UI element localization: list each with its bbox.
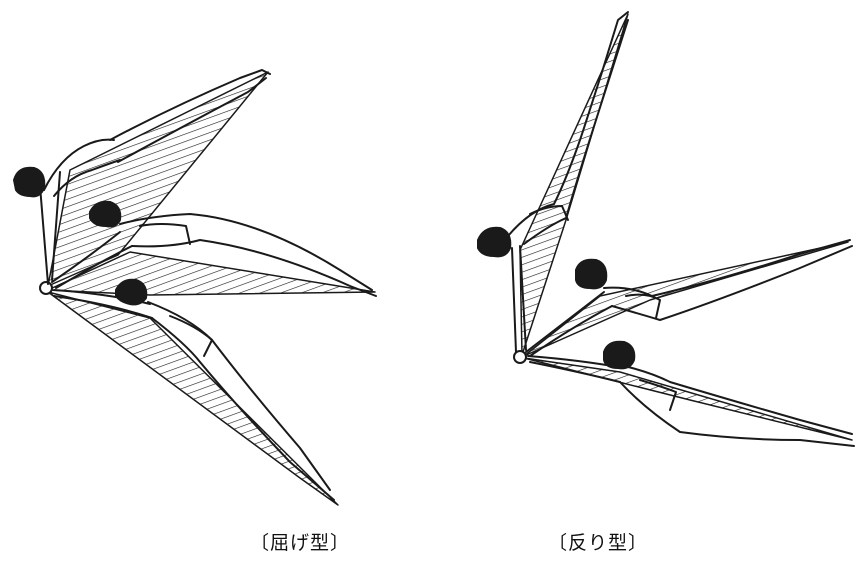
pike-type-figure [14,70,376,505]
pike-type-caption: 〔屈げ型〕 [250,528,350,555]
middle-sweep-hatch-right [524,242,848,356]
arch-type-figure [478,12,854,446]
upper-sweep-hatch [48,72,268,286]
arch-type-caption: 〔反り型〕 [548,528,648,555]
middle-gymnast-right [526,240,852,356]
bar-pivot [40,282,52,294]
